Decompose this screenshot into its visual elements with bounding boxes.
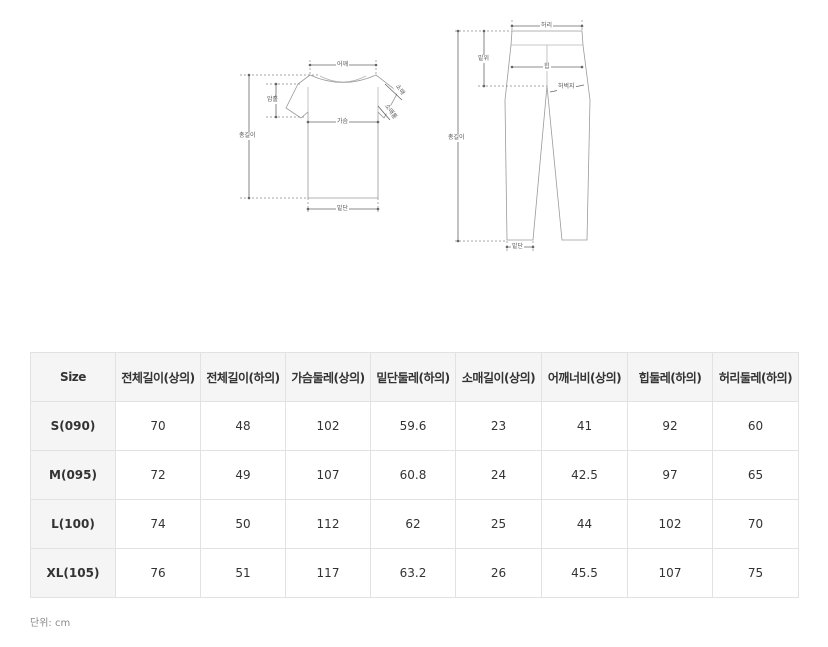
- label-waist: 허리: [540, 22, 554, 30]
- tshirt-outline: [285, 74, 399, 199]
- label-armhole: 암홀: [266, 96, 280, 104]
- header-shoulder: 어깨너비(상의): [541, 352, 628, 402]
- header-total-length-top: 전체길이(상의): [115, 352, 201, 402]
- table-cell: 97: [627, 450, 713, 500]
- table-cell: 70: [115, 401, 201, 451]
- table-cell: 25: [455, 499, 542, 549]
- table-cell: 50: [200, 499, 286, 549]
- table-cell: 24: [455, 450, 542, 500]
- table-cell: 51: [200, 548, 286, 598]
- table-cell: 45.5: [541, 548, 628, 598]
- header-size: Size: [30, 352, 116, 402]
- label-pants-hem: 밑단: [511, 243, 525, 251]
- table-cell: 42.5: [541, 450, 628, 500]
- table-header-row: Size 전체길이(상의) 전체길이(하의) 가슴둘레(상의) 밑단둘레(하의)…: [30, 352, 799, 402]
- label-pants-length: 총길이: [447, 134, 466, 142]
- table-cell: 117: [285, 548, 371, 598]
- label-shoulder: 어깨: [336, 61, 350, 69]
- unit-note: 단위: cm: [30, 618, 71, 629]
- table-cell: 75: [712, 548, 799, 598]
- label-shirt-length: 총길이: [238, 132, 257, 140]
- table-cell: 107: [627, 548, 713, 598]
- label-hip: 힙: [543, 63, 551, 71]
- row-size: M(095): [30, 450, 116, 500]
- header-hip: 힙둘레(하의): [627, 352, 713, 402]
- table-cell: 72: [115, 450, 201, 500]
- table-cell: 65: [712, 450, 799, 500]
- table-cell: 107: [285, 450, 371, 500]
- table-cell: 26: [455, 548, 542, 598]
- header-total-length-bottom: 전체길이(하의): [200, 352, 286, 402]
- header-hem: 밑단둘레(하의): [370, 352, 456, 402]
- header-chest: 가슴둘레(상의): [285, 352, 371, 402]
- table-cell: 63.2: [370, 548, 456, 598]
- header-waist: 허리둘레(하의): [712, 352, 799, 402]
- label-thigh: 허벅지: [557, 83, 576, 91]
- table-row: M(095) 72 49 107 60.8 24 42.5 97 65: [30, 450, 799, 500]
- table-cell: 60.8: [370, 450, 456, 500]
- size-diagram: 어깨 암홀 소매 소매통 가슴 총길이 밑단 허리 밑위 힙 허벅지 총길이 밑…: [0, 0, 828, 270]
- table-row: XL(105) 76 51 117 63.2 26 45.5 107 75: [30, 548, 799, 598]
- table-cell: 74: [115, 499, 201, 549]
- table-cell: 44: [541, 499, 628, 549]
- table-cell: 62: [370, 499, 456, 549]
- label-shirt-hem: 밑단: [336, 205, 350, 213]
- table-cell: 23: [455, 401, 542, 451]
- table-cell: 102: [285, 401, 371, 451]
- table-cell: 48: [200, 401, 286, 451]
- table-cell: 41: [541, 401, 628, 451]
- table-cell: 70: [712, 499, 799, 549]
- table-cell: 49: [200, 450, 286, 500]
- table-cell: 59.6: [370, 401, 456, 451]
- table-cell: 102: [627, 499, 713, 549]
- label-rise: 밑위: [477, 55, 491, 63]
- table-cell: 112: [285, 499, 371, 549]
- table-cell: 60: [712, 401, 799, 451]
- table-cell: 92: [627, 401, 713, 451]
- label-chest: 가슴: [336, 118, 350, 126]
- row-size: L(100): [30, 499, 116, 549]
- size-table: Size 전체길이(상의) 전체길이(하의) 가슴둘레(상의) 밑단둘레(하의)…: [30, 352, 799, 598]
- row-size: XL(105): [30, 548, 116, 598]
- table-row: S(090) 70 48 102 59.6 23 41 92 60: [30, 401, 799, 451]
- table-row: L(100) 74 50 112 62 25 44 102 70: [30, 499, 799, 549]
- table-cell: 76: [115, 548, 201, 598]
- header-sleeve: 소매길이(상의): [455, 352, 542, 402]
- garment-illustration: [240, 20, 591, 252]
- pants-outline: [504, 30, 591, 241]
- row-size: S(090): [30, 401, 116, 451]
